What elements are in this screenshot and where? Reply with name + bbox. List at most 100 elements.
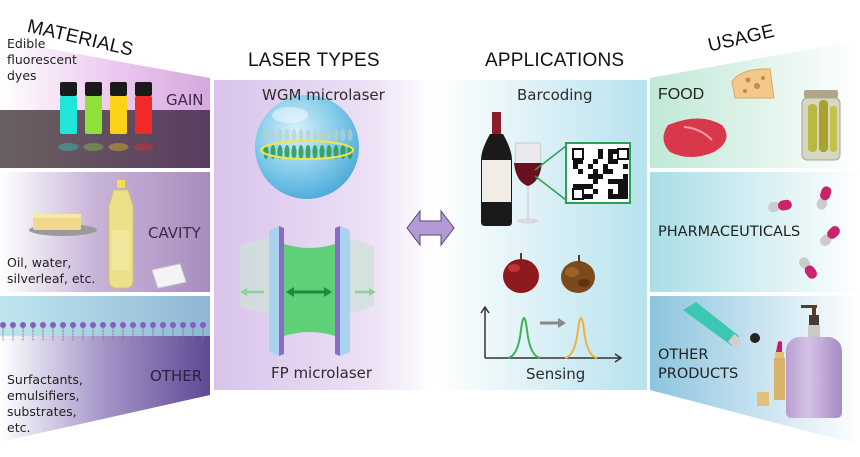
qr-module	[593, 189, 598, 194]
wgm-microlaser-label: WGM microlaser	[262, 86, 385, 104]
gain-desc-line: Edible	[7, 36, 46, 51]
qr-module	[598, 149, 603, 154]
pump-bottle-icon	[786, 305, 842, 418]
sensing-label: Sensing	[526, 365, 586, 383]
surfactant-molecules-icon	[0, 322, 206, 341]
qr-module	[608, 159, 613, 164]
qr-module	[573, 159, 578, 164]
materials-gain-panel	[0, 40, 210, 168]
qr-module	[608, 169, 613, 174]
wgm-microlaser-sphere-icon	[255, 95, 359, 199]
surfactant-head	[20, 322, 26, 328]
initial-peak	[507, 317, 541, 359]
gain-description: Edible fluorescent dyes	[7, 36, 77, 84]
qr-module	[588, 164, 593, 169]
oil-bottle-icon	[108, 180, 134, 289]
vial-reflection	[133, 143, 154, 151]
mode-fringe	[326, 145, 332, 159]
mode-fringe	[340, 129, 346, 141]
surfactant-head	[80, 322, 86, 328]
vial	[60, 96, 77, 134]
surfactant-head	[180, 322, 186, 328]
qr-module	[618, 189, 623, 194]
laser-types-title: LASER TYPES	[248, 50, 380, 71]
capsule-half	[820, 186, 832, 201]
applications-panel	[434, 80, 647, 390]
cream-tube-icon	[683, 302, 760, 349]
capsule	[816, 186, 832, 210]
qr-module	[618, 194, 623, 199]
shifted-peak	[564, 317, 598, 359]
capsule-half	[798, 257, 811, 269]
qr-code-icon	[565, 142, 631, 204]
qr-module	[623, 179, 628, 184]
mode-fringe	[347, 129, 353, 141]
surfactant-head	[140, 322, 146, 328]
capsule	[798, 257, 818, 279]
lipstick-icon	[757, 341, 785, 406]
other-products-label: OTHER PRODUCTS	[658, 346, 738, 384]
qr-module	[623, 184, 628, 189]
qr-module	[613, 149, 618, 154]
materials-other-panel	[0, 296, 210, 442]
qr-finder	[617, 148, 629, 160]
surfactant-head	[50, 322, 56, 328]
qr-module	[598, 174, 603, 179]
qr-module	[603, 164, 608, 169]
vial-reflection	[58, 143, 79, 151]
mode-fringe	[291, 129, 297, 141]
vial	[85, 96, 102, 134]
fp-microlaser-label: FP microlaser	[271, 364, 373, 382]
mode-fringe	[277, 145, 283, 159]
qr-module	[613, 159, 618, 164]
mode-fringe	[312, 129, 318, 141]
qr-module	[623, 174, 628, 179]
mode-fringe	[312, 145, 318, 159]
pharmaceuticals-label: PHARMACEUTICALS	[658, 224, 801, 240]
mode-fringe	[270, 129, 276, 141]
surfactant-head	[170, 322, 176, 328]
vial	[110, 96, 127, 134]
other-desc-line: substrates,	[7, 404, 77, 419]
surfactant-head	[60, 322, 66, 328]
qr-module	[573, 184, 578, 189]
surfactant-head	[70, 322, 76, 328]
qr-module	[593, 179, 598, 184]
qr-module	[623, 194, 628, 199]
vial-cap	[135, 82, 152, 96]
other-material-label: OTHER	[150, 367, 203, 385]
cavity-desc-line: Oil, water,	[7, 255, 72, 270]
vial-reflection	[108, 143, 129, 151]
vial-cap	[110, 82, 127, 96]
qr-module	[613, 194, 618, 199]
qr-module	[588, 194, 593, 199]
qr-finder	[572, 188, 584, 200]
surfactant-head	[0, 322, 6, 328]
cheese-icon	[731, 68, 775, 99]
qr-module	[608, 189, 613, 194]
wine-bottle-icon	[481, 112, 512, 226]
qr-module	[608, 194, 613, 199]
qr-module	[593, 159, 598, 164]
mode-fringe	[326, 129, 332, 141]
mode-fringe	[333, 129, 339, 141]
mode-fringe	[298, 145, 304, 159]
food-label: FOOD	[658, 86, 705, 103]
qr-module	[618, 179, 623, 184]
surfactant-head	[150, 322, 156, 328]
applications-title: APPLICATIONS	[485, 50, 625, 71]
qr-module	[623, 189, 628, 194]
cavity-desc-line: silverleaf, etc.	[7, 271, 96, 286]
vial-cap	[85, 82, 102, 96]
other-material-description: Surfactants, emulsifiers, substrates, et…	[7, 372, 83, 436]
surfactant-head	[110, 322, 116, 328]
mode-fringe	[291, 145, 297, 159]
other-products-line: PRODUCTS	[658, 366, 739, 382]
capsule-half	[777, 199, 792, 211]
capsule	[820, 226, 840, 246]
other-desc-line: emulsifiers,	[7, 388, 80, 403]
mode-fringe	[263, 129, 269, 141]
qr-module	[588, 174, 593, 179]
silverleaf-icon	[151, 263, 187, 289]
qr-module	[593, 174, 598, 179]
